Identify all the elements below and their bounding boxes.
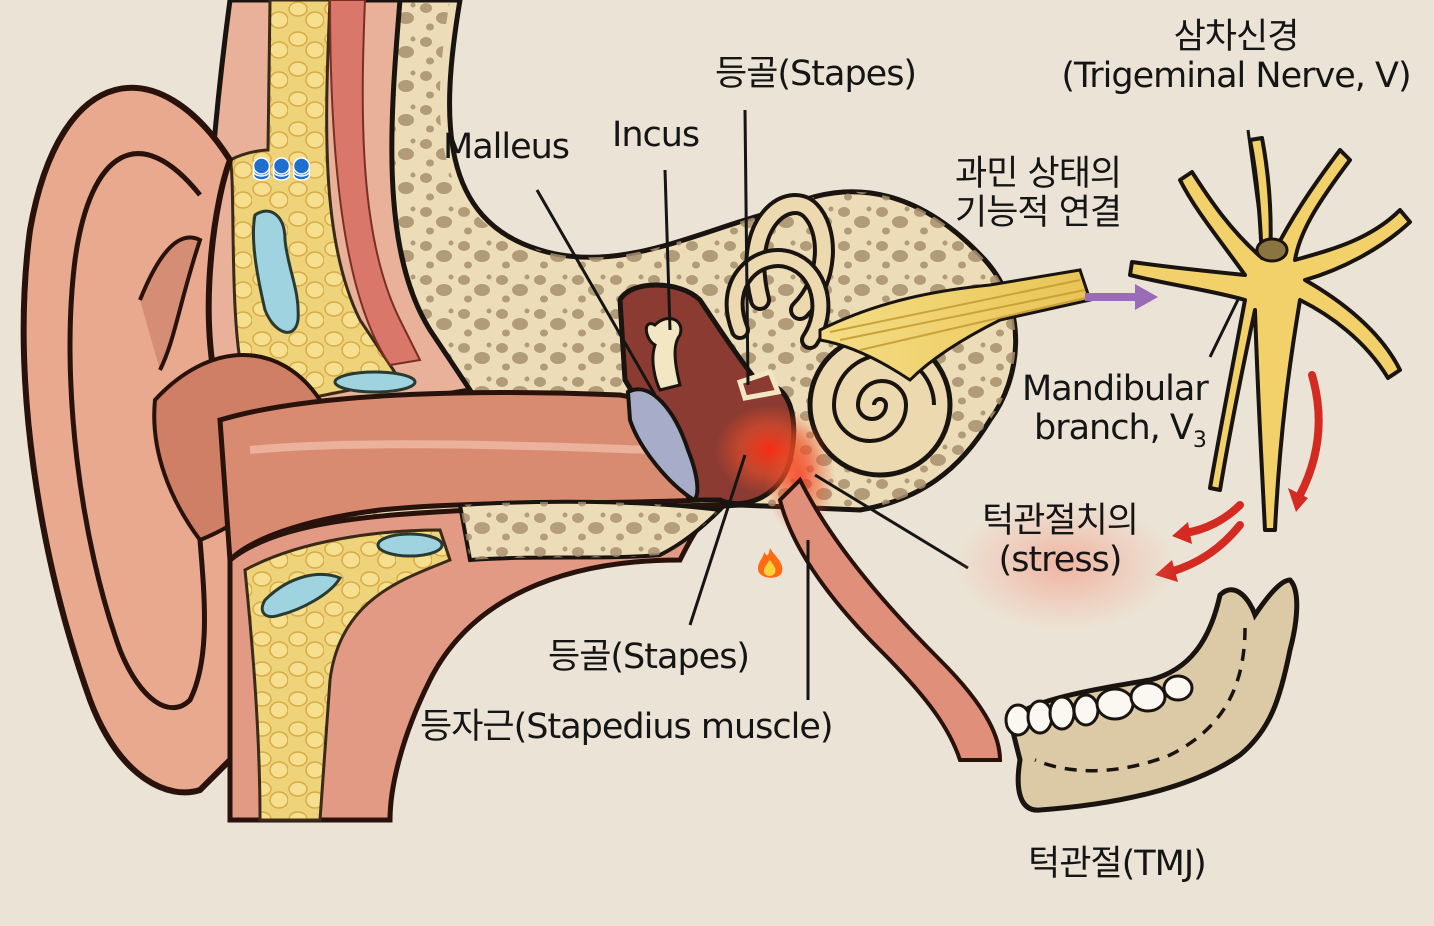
stacked-circle-icon[interactable] <box>273 157 290 181</box>
label-hyper-line1: 과민 상태의 <box>955 154 1122 194</box>
label-tmj-stress: 턱관절치의 (stress) <box>960 501 1160 581</box>
label-tmj: 턱관절(TMJ) <box>1028 844 1207 884</box>
overlay-dots-widget[interactable] <box>253 157 310 181</box>
label-malleus: Malleus <box>443 127 570 167</box>
cartilage-lower-1 <box>260 573 343 618</box>
label-mandibular-line2: branch, V <box>1034 408 1194 449</box>
teeth <box>1004 674 1194 737</box>
stapedius-tube <box>777 476 1003 762</box>
label-hyper-line2: 기능적 연결 <box>955 193 1122 234</box>
label-mandibular-branch: Mandibular branch, V3 <box>1022 369 1209 454</box>
label-tmj-stress-line2: (stress) <box>998 540 1123 581</box>
label-stapedius-muscle: 등자근(Stapedius muscle) <box>420 707 834 747</box>
label-mandibular-subscript: 3 <box>1192 428 1207 454</box>
red-arrowhead-2 <box>1172 522 1192 544</box>
vestibulocochlear-nerve <box>818 268 1092 382</box>
label-trigeminal-nerve: 삼차신경 (Trigeminal Nerve, V) <box>1058 17 1414 97</box>
stapes <box>736 368 782 401</box>
label-mandibular-line1: Mandibular <box>1022 369 1209 409</box>
stacked-circle-icon[interactable] <box>293 157 310 181</box>
cartilage-lower-2 <box>376 532 444 558</box>
mandible <box>1004 577 1300 813</box>
label-trigeminal-en: (Trigeminal Nerve, V) <box>1061 56 1411 97</box>
label-stapes-top: 등골(Stapes) <box>715 54 917 94</box>
eardrum <box>625 387 700 503</box>
label-hypersensitive-connection: 과민 상태의 기능적 연결 <box>955 154 1122 234</box>
neuron-nucleus <box>1255 237 1289 263</box>
stress-highlight <box>955 500 1175 630</box>
arrow-right-icon <box>1085 284 1158 310</box>
red-arrowhead-1 <box>1288 488 1308 512</box>
trigeminal-neuron <box>1128 136 1412 532</box>
cartilage-mid <box>333 370 417 394</box>
label-tmj-stress-line1: 턱관절치의 <box>981 501 1139 541</box>
label-trigeminal-ko: 삼차신경 <box>1173 17 1300 57</box>
malleus-incus <box>644 317 683 392</box>
temporal-muscle <box>328 0 422 367</box>
label-stapes-bottom: 등골(Stapes) <box>548 637 750 677</box>
red-arrows <box>1166 371 1323 576</box>
stacked-circle-icon[interactable] <box>253 157 270 181</box>
fire-icon <box>757 548 783 578</box>
semicircular-canals <box>724 193 835 350</box>
label-incus: Incus <box>612 115 700 155</box>
cartilage-upper <box>251 209 300 334</box>
